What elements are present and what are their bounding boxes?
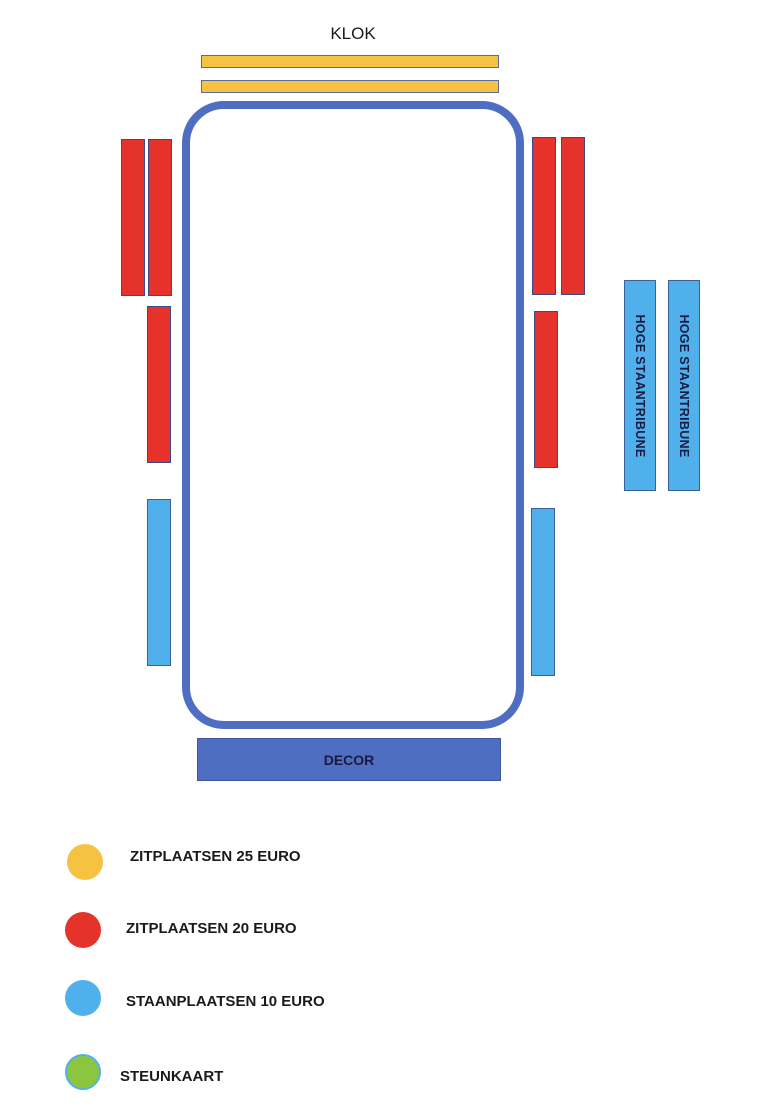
seat-section-yellow-top-1[interactable] (201, 55, 499, 68)
legend-dot-blue (65, 980, 101, 1016)
seat-section-yellow-top-2[interactable] (201, 80, 499, 93)
tribune-label-2: HOGE STAANTRIBUNE (677, 313, 691, 458)
legend: ZITPLAATSEN 25 EURO ZITPLAATSEN 20 EURO … (0, 830, 770, 1110)
standing-section-blue-right[interactable] (531, 508, 555, 676)
legend-dot-green (65, 1054, 101, 1090)
legend-label-blue: STAANPLAATSEN 10 EURO (126, 993, 325, 1010)
standing-section-blue-left[interactable] (147, 499, 171, 666)
high-standing-tribune-2[interactable]: HOGE STAANTRIBUNE (668, 280, 700, 491)
legend-label-red: ZITPLAATSEN 20 EURO (126, 920, 297, 937)
seat-section-red-right-outer[interactable] (561, 137, 585, 295)
legend-label-yellow: ZITPLAATSEN 25 EURO (130, 848, 301, 865)
rink-outline (182, 101, 524, 729)
seat-section-red-right-inner[interactable] (532, 137, 556, 295)
tribune-label-1: HOGE STAANTRIBUNE (633, 313, 647, 458)
decor-block: DECOR (197, 738, 501, 781)
seat-section-red-left-middle[interactable] (147, 306, 171, 463)
seat-section-red-right-middle[interactable] (534, 311, 558, 468)
seat-section-red-left-outer[interactable] (121, 139, 145, 296)
legend-dot-yellow (67, 844, 103, 880)
legend-label-green: STEUNKAART (120, 1068, 224, 1085)
legend-dot-red (65, 912, 101, 948)
seat-section-red-left-inner[interactable] (148, 139, 172, 296)
decor-label: DECOR (323, 751, 375, 768)
high-standing-tribune-1[interactable]: HOGE STAANTRIBUNE (624, 280, 656, 491)
klok-label: KLOK (330, 24, 376, 43)
